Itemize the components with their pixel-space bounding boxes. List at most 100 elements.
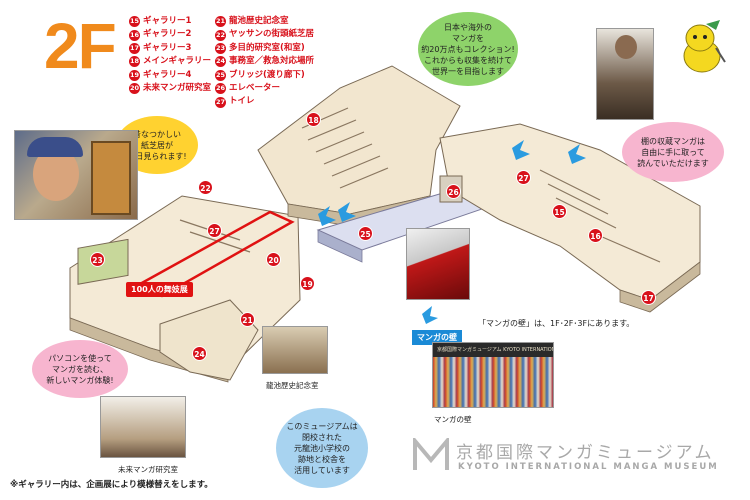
legend-label: 多目的研究室(和室) (229, 42, 305, 53)
legend-number: 22 (215, 29, 226, 41)
bubble-shelf-manga: 棚の収蔵マンガは 自由に手に取って 読んでいただけます (622, 122, 724, 182)
storyteller-photo (14, 130, 138, 220)
legend-number: 25 (215, 69, 226, 81)
elevator-hall-photo (406, 228, 470, 300)
legend-number: 17 (129, 43, 140, 55)
bubble-line: 自由に手に取って (641, 147, 705, 157)
legend-number: 18 (129, 56, 140, 68)
blue-arrows (318, 140, 586, 324)
bubble-line: 棚の収蔵マンガは (641, 136, 705, 146)
room-marker-21: 21 (240, 312, 255, 327)
bubble-line: 昔なつかしい (133, 129, 181, 139)
footnote: ※ギャラリー内は、企画展により模様替えをします。 (10, 480, 213, 490)
museum-logo: 京都国際マンガミュージアム KYOTO INTERNATIONAL MANGA … (412, 435, 730, 476)
reader-photo (596, 28, 654, 120)
legend-label: ギャラリー3 (143, 42, 192, 53)
stage-label: 100人の舞妓展 (126, 282, 193, 297)
room-marker-19: 19 (300, 276, 315, 291)
room-marker-22: 22 (198, 180, 213, 195)
room-marker-25: 25 (358, 226, 373, 241)
bubble-line: マンガを (452, 33, 484, 43)
legend-number: 19 (129, 69, 140, 81)
legend-number: 21 (215, 16, 226, 28)
manga-wall-caption: マンガの壁 (434, 415, 472, 424)
legend-number: 16 (129, 29, 140, 41)
legend-label: ギャラリー1 (143, 16, 192, 26)
bubble-school-history: このミュージアムは 閉校された 元龍池小学校の 跡地と校舎を 活用しています (276, 408, 368, 488)
legend-label: ブリッジ(渡り廊下) (229, 69, 305, 80)
legend-number: 27 (215, 96, 226, 108)
bubble-line: 新しいマンガ体験! (46, 375, 114, 385)
bubble-line: 毎日見られます! (127, 151, 187, 161)
bubble-line: 閉校された (302, 432, 342, 442)
room-marker-18: 18 (306, 112, 321, 127)
bubble-pc-manga: パソコンを使って マンガを読む、 新しいマンガ体験! (32, 340, 128, 398)
legend-label: エレベーター (229, 83, 281, 94)
room-marker-15: 15 (552, 204, 567, 219)
bubble-line: マンガを読む、 (52, 364, 108, 374)
legend-number: 20 (129, 83, 140, 95)
bubble-line: 元龍池小学校の (294, 443, 350, 453)
room-marker-23: 23 (90, 252, 105, 267)
bubble-line: 跡地と校舎を (298, 454, 346, 464)
legend-label: 龍池歴史記念室 (229, 16, 289, 26)
bubble-collection: 日本や海外の マンガを 約20万点もコレクション! これからも収集を続けて 世界… (418, 12, 518, 86)
legend-number: 26 (215, 83, 226, 95)
bubble-line: 活用しています (294, 465, 350, 475)
storyteller-cap (27, 137, 83, 157)
reader-head (615, 35, 637, 59)
history-room-photo (262, 326, 328, 374)
floor-title: 2F (44, 10, 117, 82)
bridge-wall (317, 229, 363, 263)
legend-number: 15 (129, 16, 140, 28)
legend-number: 23 (215, 43, 226, 55)
legend-label: ヤッサンの街頭紙芝居 (229, 29, 315, 40)
legend-label: トイレ (229, 96, 255, 107)
legend-label: 未来マンガ研究室 (143, 83, 212, 94)
room-marker-17: 17 (641, 290, 656, 305)
logo-text-en: KYOTO INTERNATIONAL MANGA MUSEUM (458, 462, 719, 472)
manga-wall-note: 「マンガの壁」は、1F･2F･3Fにあります。 (478, 319, 635, 328)
kamishibai-board (91, 141, 131, 215)
room-marker-16: 16 (588, 228, 603, 243)
future-lab-photo (100, 396, 186, 458)
office-block-floor (159, 299, 259, 381)
bubble-line: これからも収集を続けて (424, 55, 512, 65)
legend-label: 事務室／救急対応場所 (229, 56, 315, 67)
north-wing-floor (257, 65, 461, 215)
room-marker-24: 24 (192, 346, 207, 361)
manga-wall-photo: 京都国際マンガミュージアム KYOTO INTERNATIONAL MANGA … (432, 342, 554, 408)
manga-wall-tag: マンガの壁 (412, 330, 462, 345)
bubble-line: 読んでいただけます (637, 158, 709, 168)
history-room-caption: 龍池歴史記念室 (266, 381, 319, 390)
manga-wall-sign: 京都国際マンガミュージアム KYOTO INTERNATIONAL MANGA … (433, 343, 553, 357)
mascot-character-icon (676, 18, 726, 78)
legend-label: メインギャラリー (143, 56, 212, 67)
bubble-line: 世界一を目指します (432, 66, 504, 76)
bubble-line: 日本や海外の (444, 22, 492, 32)
legend-number: 24 (215, 56, 226, 68)
bubble-line: 約20万点もコレクション! (421, 44, 515, 54)
room-marker-27: 27 (516, 170, 531, 185)
bubble-line: 紙芝居が (141, 140, 173, 150)
room-marker-20: 20 (266, 252, 281, 267)
future-lab-caption: 未来マンガ研究室 (118, 465, 178, 474)
legend-label: ギャラリー2 (143, 29, 192, 40)
room-marker-27: 27 (207, 223, 222, 238)
room-marker-26: 26 (446, 184, 461, 199)
